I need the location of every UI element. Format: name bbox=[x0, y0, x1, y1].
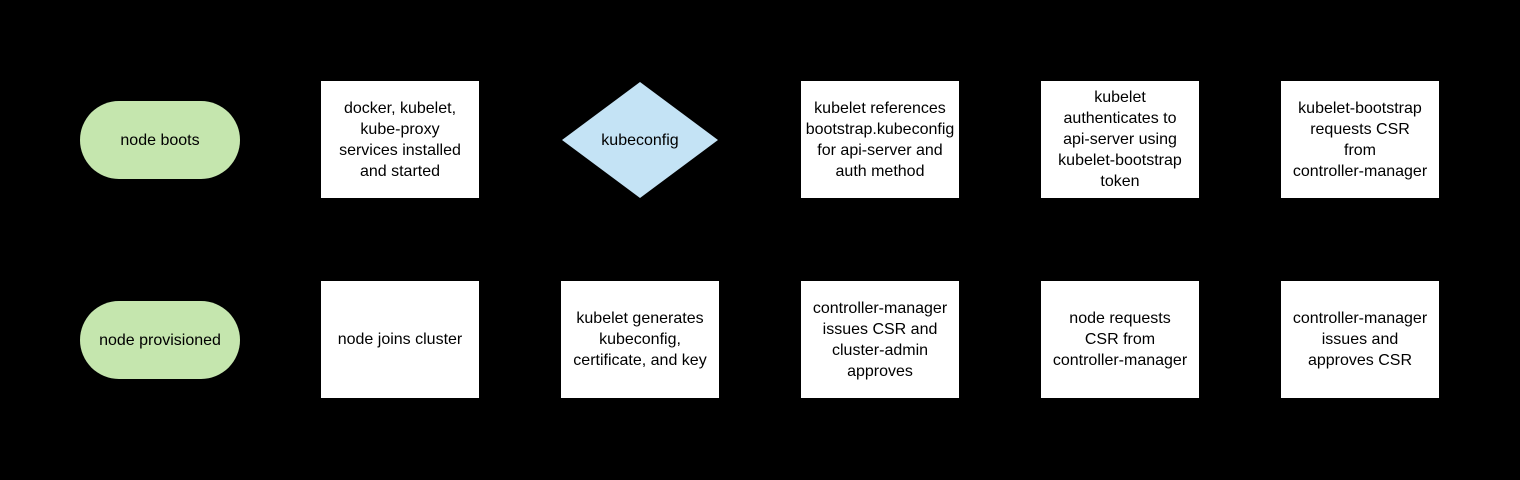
node-label: controller-manager issues and approves C… bbox=[1292, 310, 1428, 369]
process-kubelet-generates: kubelet generates kubeconfig, certificat… bbox=[561, 281, 719, 398]
node-label: kubelet generates kubeconfig, certificat… bbox=[573, 310, 707, 369]
decision-kubeconfig: kubeconfig bbox=[562, 82, 718, 198]
process-controller-manager-issues-csr-cluster-admin-approves: controller-manager issues CSR and cluste… bbox=[801, 281, 959, 398]
diamond-shape-icon bbox=[562, 82, 718, 198]
node-label: kubelet-bootstrap requests CSR from cont… bbox=[1292, 99, 1428, 180]
node-label: kubelet authenticates to api-server usin… bbox=[1058, 89, 1182, 190]
process-kubelet-bootstrap-requests-csr: kubelet-bootstrap requests CSR from cont… bbox=[1281, 81, 1439, 198]
process-kubelet-references-bootstrap-kubeconfig: kubelet references bootstrap.kubeconfig … bbox=[801, 81, 959, 198]
node-label: controller-manager issues CSR and cluste… bbox=[812, 299, 948, 380]
process-services-installed: docker, kubelet, kube-proxy services ins… bbox=[321, 81, 479, 198]
terminator-node-boots: node boots bbox=[80, 101, 240, 179]
node-label: node boots bbox=[120, 131, 200, 149]
terminator-node-provisioned: node provisioned bbox=[80, 301, 240, 379]
process-node-requests-csr: node requests CSR from controller-manage… bbox=[1041, 281, 1199, 398]
node-label: kubelet references bootstrap.kubeconfig … bbox=[805, 99, 955, 180]
node-label: node joins cluster bbox=[337, 331, 463, 348]
node-label: docker, kubelet, kube-proxy services ins… bbox=[339, 99, 461, 180]
node-label: node provisioned bbox=[99, 331, 221, 349]
node-label: kubeconfig bbox=[601, 131, 679, 149]
node-label: node requests CSR from controller-manage… bbox=[1052, 310, 1188, 369]
process-node-joins-cluster: node joins cluster bbox=[321, 281, 479, 398]
process-controller-manager-issues-and-approves-csr: controller-manager issues and approves C… bbox=[1281, 281, 1439, 398]
process-kubelet-authenticates: kubelet authenticates to api-server usin… bbox=[1041, 81, 1199, 198]
